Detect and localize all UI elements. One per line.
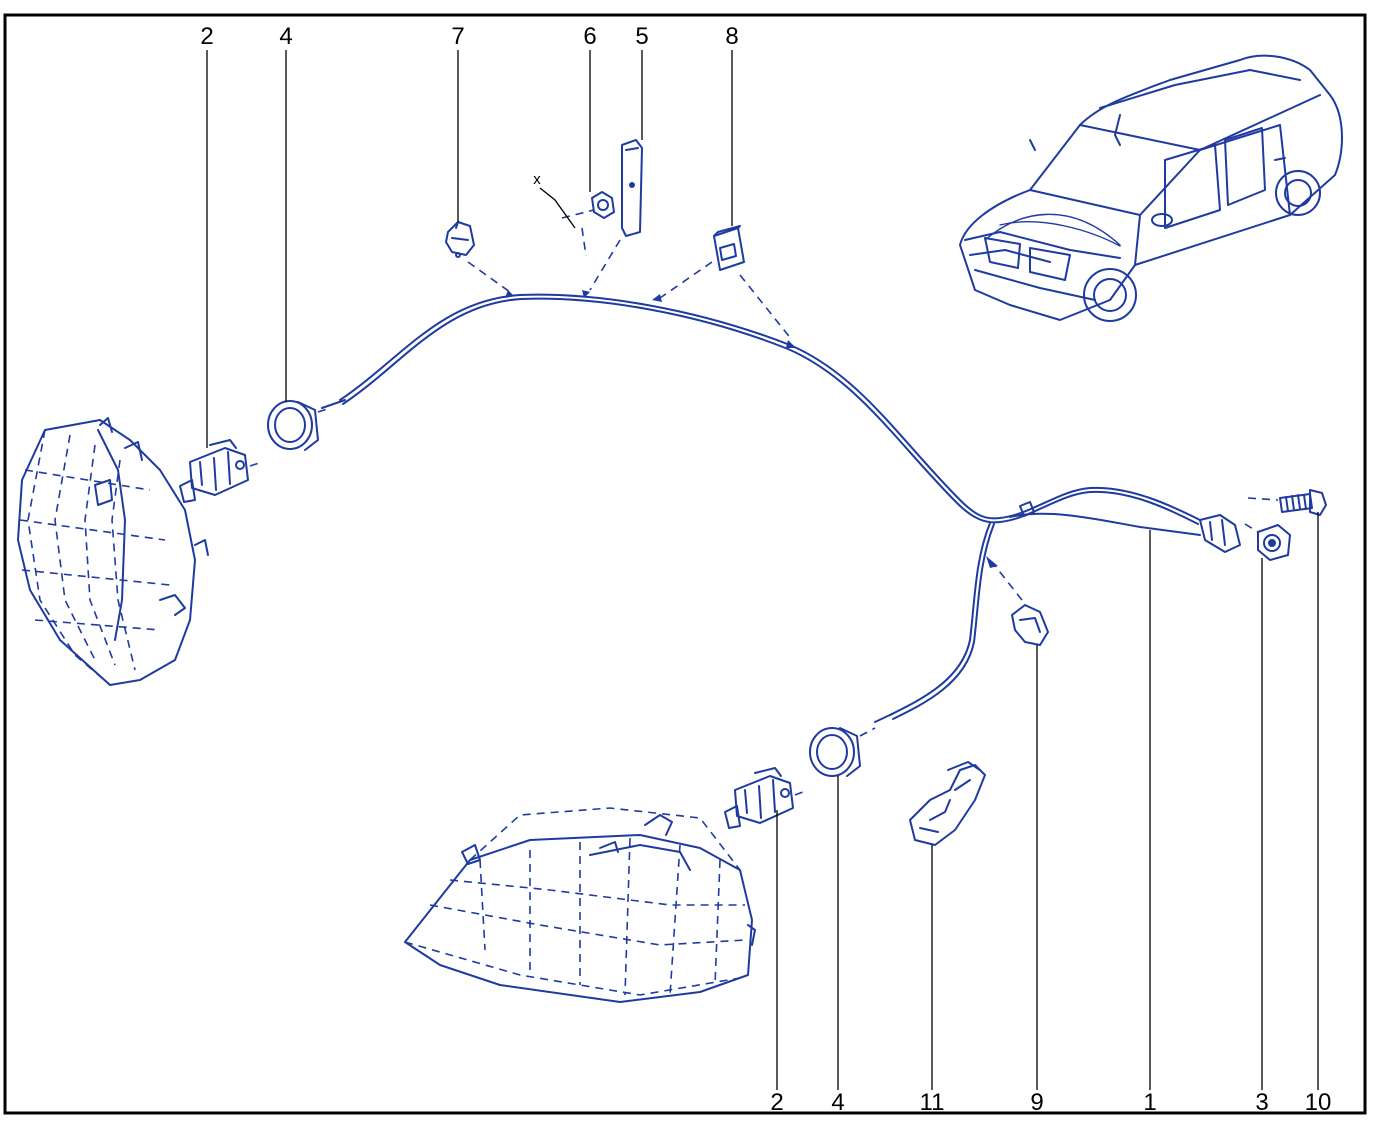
callout-2-top: 2 [200,23,213,50]
part-4-grommet-top [267,400,319,451]
callout-2-bottom: 2 [770,1089,783,1116]
part-5-stud [621,139,643,237]
diagram-border [3,13,1367,1115]
part-9-clip [1011,604,1049,646]
car-illustration [959,54,1343,322]
callout-7: 7 [451,23,464,50]
part-11-bracket [909,761,986,846]
headlamp-left [17,417,209,686]
callout-4-bottom: 4 [831,1089,844,1116]
part-10-bolt [1279,489,1327,516]
part-3-nut [1257,524,1291,561]
part-4-grommet-bottom [809,727,861,777]
part-8-clip [713,225,745,271]
callout-11: 11 [920,1089,945,1116]
callout-1: 1 [1143,1089,1156,1116]
part-7-clip [445,221,475,258]
connector-1 [1199,514,1241,553]
wiring-harness [321,293,1201,723]
callout-6: 6 [583,23,596,50]
callouts-top: 2 4 7 6 5 8 [200,23,738,50]
leader-lines [206,50,1319,1090]
part-2-actuator-top [179,439,249,503]
callout-10: 10 [1305,1089,1332,1116]
callout-3: 3 [1255,1089,1268,1116]
x-marker-label: x [533,171,541,188]
headlamp-right [404,807,756,1003]
callout-5: 5 [635,23,648,50]
callout-4-top: 4 [279,23,292,50]
callout-9: 9 [1030,1089,1043,1116]
part-6-nut [591,191,615,219]
part-2-actuator-bottom [724,767,794,829]
callout-8: 8 [725,23,738,50]
callouts-bottom: 2 4 11 9 1 3 10 [770,1089,1331,1116]
